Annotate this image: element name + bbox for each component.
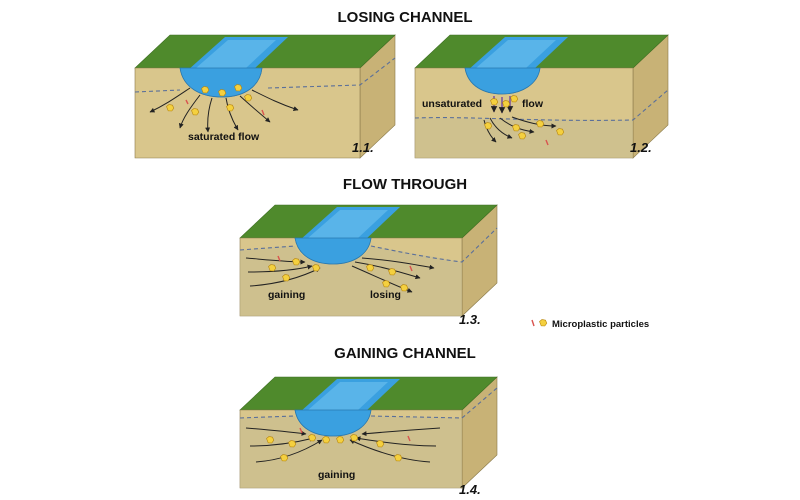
legend-particle-swatch	[539, 319, 548, 327]
title-losing-channel: LOSING CHANNEL	[338, 9, 473, 26]
water-table-line	[134, 57, 396, 93]
panel-1-3-flow-through: gaining losing 1.3.	[239, 204, 498, 327]
panel-number-1-2: 1.2.	[630, 140, 652, 155]
label-flow: flow	[522, 98, 544, 110]
legend-fiber-swatch	[531, 319, 535, 327]
panel-number-1-1: 1.1.	[352, 140, 374, 155]
legend-label: Microplastic particles	[552, 319, 649, 330]
panel-1-2-losing-unsaturated: unsaturated flow 1.2.	[414, 34, 669, 159]
label-gaining: gaining	[268, 289, 305, 301]
legend: Microplastic particles	[531, 319, 649, 330]
label-gaining: gaining	[318, 469, 355, 481]
water-table-line	[414, 89, 669, 121]
panel-1-1-losing-saturated: saturated flow 1.1.	[134, 34, 396, 159]
label-saturated-flow: saturated flow	[188, 131, 260, 143]
title-flow-through: FLOW THROUGH	[343, 176, 467, 193]
water-table-line	[239, 387, 498, 419]
water-table-line	[239, 227, 498, 263]
title-gaining-channel: GAINING CHANNEL	[334, 345, 476, 362]
label-unsaturated: unsaturated	[422, 98, 482, 110]
label-losing: losing	[370, 289, 401, 301]
panel-1-4-gaining-channel: gaining 1.4.	[239, 376, 498, 497]
panel-number-1-4: 1.4.	[459, 482, 481, 497]
panel-number-1-3: 1.3.	[459, 312, 481, 327]
